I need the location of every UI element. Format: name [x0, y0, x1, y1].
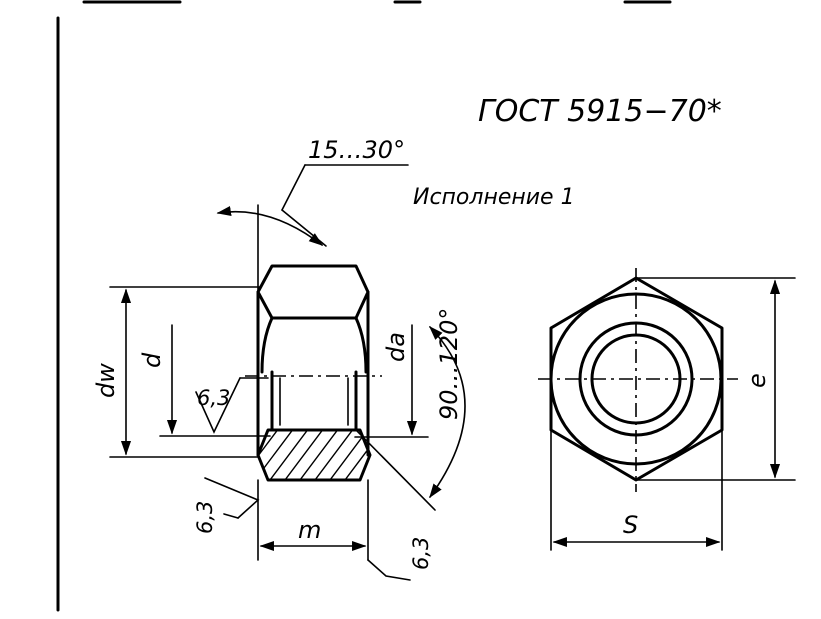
dim-s: S	[550, 429, 723, 551]
frame-border	[56, 0, 672, 612]
roughness-right: 6,3	[367, 537, 433, 581]
e-label: e	[743, 373, 771, 388]
dim-m: m	[257, 479, 369, 561]
standard-title: ГОСТ 5915−70*	[478, 94, 722, 129]
dim-dw: dw	[92, 286, 261, 458]
chamfer-angle-label: 15…30°	[308, 136, 405, 164]
chamfer-angle-dimension: 15…30°	[216, 136, 409, 293]
nut-top-view	[538, 268, 738, 492]
countersink-angle-label: 90…120°	[435, 308, 463, 420]
roughness-thread-label: 6,3	[197, 386, 230, 410]
section-hatching	[258, 430, 370, 480]
m-label: m	[298, 516, 321, 544]
roughness-left: 6,3	[193, 477, 260, 534]
variant-label: Исполнение 1	[413, 185, 575, 210]
d-label: d	[138, 352, 166, 368]
da-label: da	[382, 332, 410, 362]
roughness-left-label: 6,3	[193, 501, 217, 534]
dim-e: e	[635, 277, 796, 481]
roughness-thread: 6,3	[195, 377, 269, 434]
dim-d: d	[138, 324, 271, 437]
dw-label: dw	[92, 363, 120, 398]
roughness-right-label: 6,3	[409, 537, 433, 570]
s-label: S	[623, 511, 638, 539]
dim-da: da	[354, 324, 429, 438]
countersink-angle-dimension: 90…120°	[355, 308, 466, 511]
nut-side-view	[245, 264, 382, 482]
